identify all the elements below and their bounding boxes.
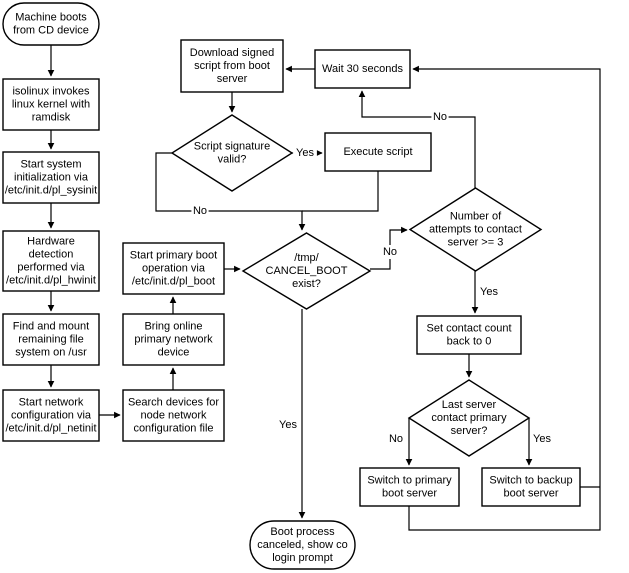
edge-label-label-no-signature: No	[191, 204, 209, 218]
edge-label-label-no-cancelboot: No	[381, 245, 399, 259]
process-box	[2, 389, 100, 442]
edge-label-text: No	[193, 205, 207, 217]
decision-diamond	[408, 187, 543, 272]
flow-connector	[155, 152, 306, 231]
edge-label-label-yes-lastserver: Yes	[530, 432, 554, 446]
edge-label-label-no-attempts: No	[431, 110, 449, 124]
edge-label-text: No	[389, 433, 403, 445]
process-box	[122, 313, 225, 366]
edge-label-backdrop	[276, 418, 300, 432]
process-box	[359, 467, 460, 507]
process-box	[122, 389, 225, 442]
edge-label-text: Yes	[480, 286, 498, 298]
edge-label-text: Yes	[533, 433, 551, 445]
flow-connector	[302, 171, 379, 212]
process-box	[324, 132, 432, 172]
edge-label-backdrop	[191, 204, 209, 218]
process-box	[180, 39, 284, 93]
process-box	[481, 467, 581, 507]
edge-label-backdrop	[387, 432, 405, 446]
edge-label-text: Yes	[279, 419, 297, 431]
edge-label-label-no-lastserver: No	[387, 432, 405, 446]
edge-label-text: No	[433, 111, 447, 123]
flow-node-execute-script[interactable]: Execute script	[324, 132, 432, 172]
edge-label-backdrop	[530, 432, 554, 446]
decision-diamond	[241, 232, 372, 310]
process-box	[2, 313, 100, 366]
terminator-box	[249, 520, 356, 570]
terminator-box	[2, 2, 100, 46]
edge-label-backdrop	[293, 146, 317, 160]
process-box	[416, 315, 522, 355]
node-label: Execute script	[343, 146, 412, 158]
edge-label-label-yes-attempts: Yes	[477, 285, 501, 299]
process-box	[2, 78, 100, 131]
decision-diamond	[407, 379, 531, 457]
edge-label-text: Yes	[296, 147, 314, 159]
edge-label-backdrop	[431, 110, 449, 124]
process-box	[2, 151, 100, 204]
edge-label-label-yes-cancelboot: Yes	[276, 418, 300, 432]
decision-diamond	[170, 114, 294, 192]
process-box	[314, 49, 411, 89]
flow-connector	[358, 90, 476, 188]
process-box	[2, 230, 100, 292]
edge-label-label-yes-signature: Yes	[293, 146, 317, 160]
edge-label-backdrop	[477, 285, 501, 299]
process-box	[122, 242, 225, 295]
flow-node-wait-30-seconds[interactable]: Wait 30 seconds	[314, 49, 411, 89]
flow-connector	[408, 65, 601, 531]
edge-label-backdrop	[381, 245, 399, 259]
edge-label-text: No	[383, 246, 397, 258]
node-label: Wait 30 seconds	[322, 63, 403, 75]
